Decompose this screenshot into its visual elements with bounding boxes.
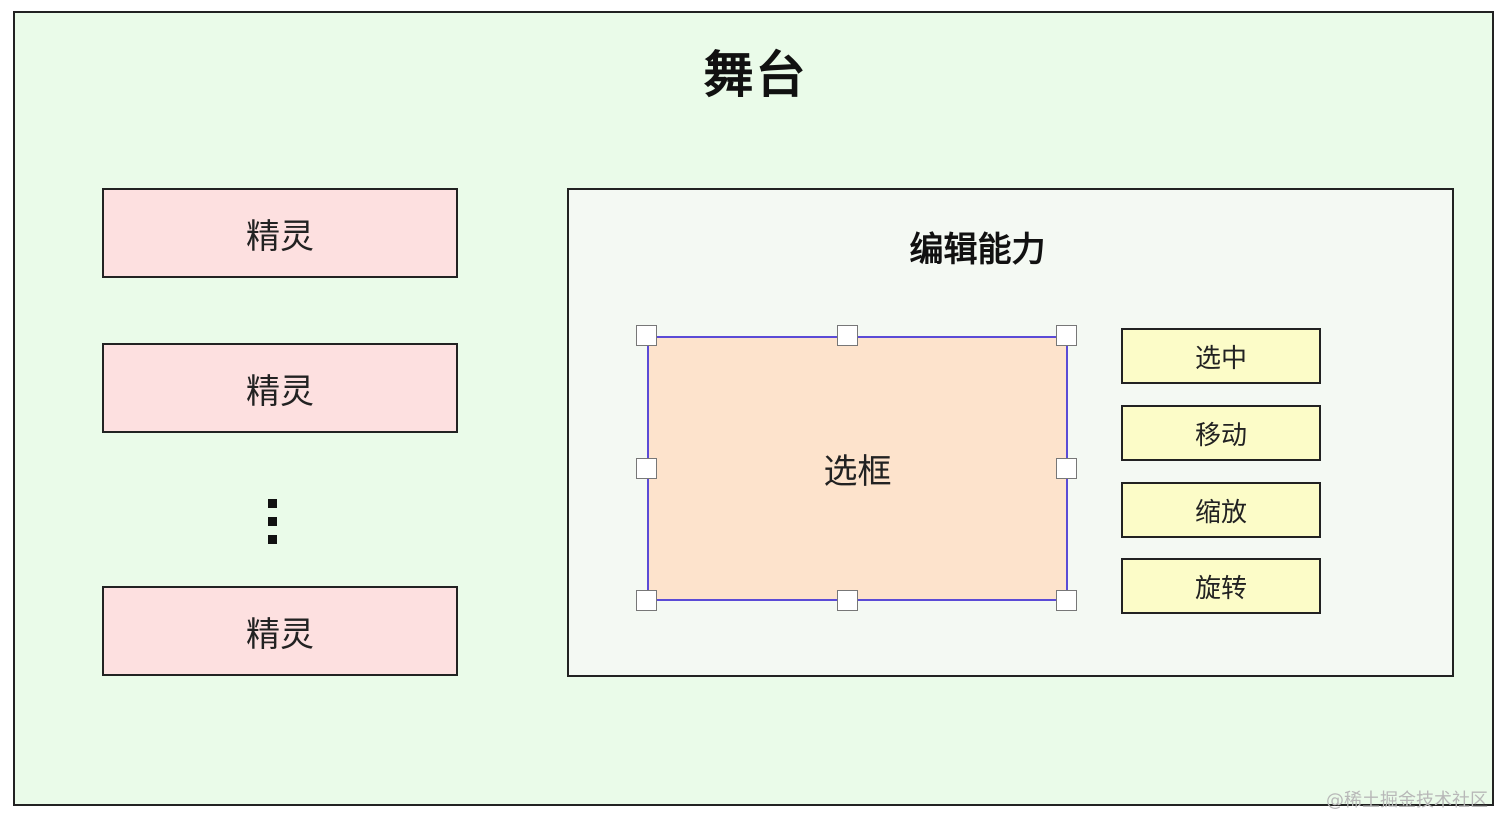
ability-move: 移动 <box>1121 405 1321 461</box>
sprite-box-1: 精灵 <box>102 188 458 278</box>
ability-rotate: 旋转 <box>1121 558 1321 614</box>
selection-box-label: 选框 <box>823 452 892 492</box>
stage-container: 舞台 精灵 精灵 精灵 编辑能力 选框 <box>13 11 1494 806</box>
selection-box[interactable]: 选框 <box>647 336 1068 601</box>
sprite-box-2: 精灵 <box>102 343 458 433</box>
ability-label: 选中 <box>1194 343 1247 374</box>
resize-handle-bottom-left[interactable] <box>636 590 657 611</box>
sprite-box-3: 精灵 <box>102 586 458 676</box>
resize-handle-middle-left[interactable] <box>636 458 657 479</box>
resize-handle-bottom-right[interactable] <box>1056 590 1077 611</box>
sprite-label: 精灵 <box>246 216 314 257</box>
ability-select: 选中 <box>1121 328 1321 384</box>
resize-handle-bottom-center[interactable] <box>837 590 858 611</box>
resize-handle-top-right[interactable] <box>1056 325 1077 346</box>
resize-handle-top-left[interactable] <box>636 325 657 346</box>
watermark-text: @稀土掘金技术社区 <box>1326 790 1488 811</box>
resize-handle-middle-right[interactable] <box>1056 458 1077 479</box>
stage-title: 舞台 <box>703 46 808 104</box>
edit-ability-panel: 编辑能力 选框 选中 移动 缩放 旋转 <box>567 188 1454 677</box>
resize-handle-top-center[interactable] <box>837 325 858 346</box>
ability-scale: 缩放 <box>1121 482 1321 538</box>
ability-label: 旋转 <box>1194 573 1247 604</box>
vertical-ellipsis-icon <box>268 499 278 545</box>
ability-label: 缩放 <box>1194 497 1247 528</box>
edit-panel-title: 编辑能力 <box>909 230 1046 270</box>
sprite-label: 精灵 <box>246 614 314 655</box>
ability-label: 移动 <box>1194 420 1247 451</box>
sprite-label: 精灵 <box>246 371 314 412</box>
